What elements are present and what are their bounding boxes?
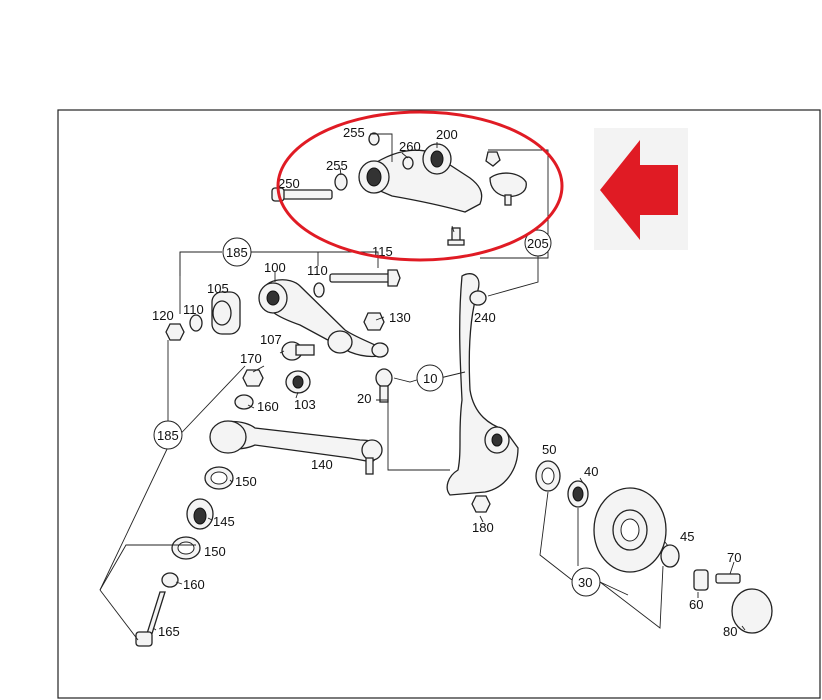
label-80: 80 [723,624,737,639]
upper-control-arm [271,132,527,246]
steering-knuckle [446,273,519,513]
circled-callouts [153,229,601,597]
label-50: 50 [542,442,556,457]
label-150a: 150 [235,474,257,489]
hub-assembly [535,460,773,634]
leader-lines [99,133,746,641]
label-145: 145 [213,514,235,529]
label-107: 107 [260,332,282,347]
highlight-ellipse [276,110,564,262]
label-103: 103 [294,397,316,412]
label-260: 260 [399,139,421,154]
label-120: 120 [152,308,174,323]
label-45: 45 [680,529,694,544]
label-255a: 255 [343,125,365,140]
lower-components [135,269,401,647]
part-labels: 255 200 260 255 250 185 115 205 100 110 … [152,125,741,639]
label-60: 60 [689,597,703,612]
label-200: 200 [436,127,458,142]
label-185a: 185 [226,245,248,260]
label-20: 20 [357,391,371,406]
label-255b: 255 [326,158,348,173]
label-250: 250 [278,176,300,191]
label-110b: 110 [183,302,204,317]
label-110a: 110 [307,263,328,278]
label-70: 70 [727,550,741,565]
label-185b: 185 [157,428,179,443]
label-170: 170 [240,351,262,366]
label-160a: 160 [257,399,279,414]
label-160b: 160 [183,577,205,592]
red-arrow-icon [600,140,678,240]
label-150b: 150 [204,544,226,559]
label-165: 165 [158,624,180,639]
label-100: 100 [264,260,286,275]
label-180: 180 [472,520,494,535]
label-10: 10 [423,371,437,386]
label-40: 40 [584,464,598,479]
label-30: 30 [578,575,592,590]
label-130: 130 [389,310,411,325]
diagram-frame [57,109,821,699]
label-205: 205 [527,236,549,251]
label-240: 240 [474,310,496,325]
label-140: 140 [311,457,333,472]
label-105: 105 [207,281,229,296]
